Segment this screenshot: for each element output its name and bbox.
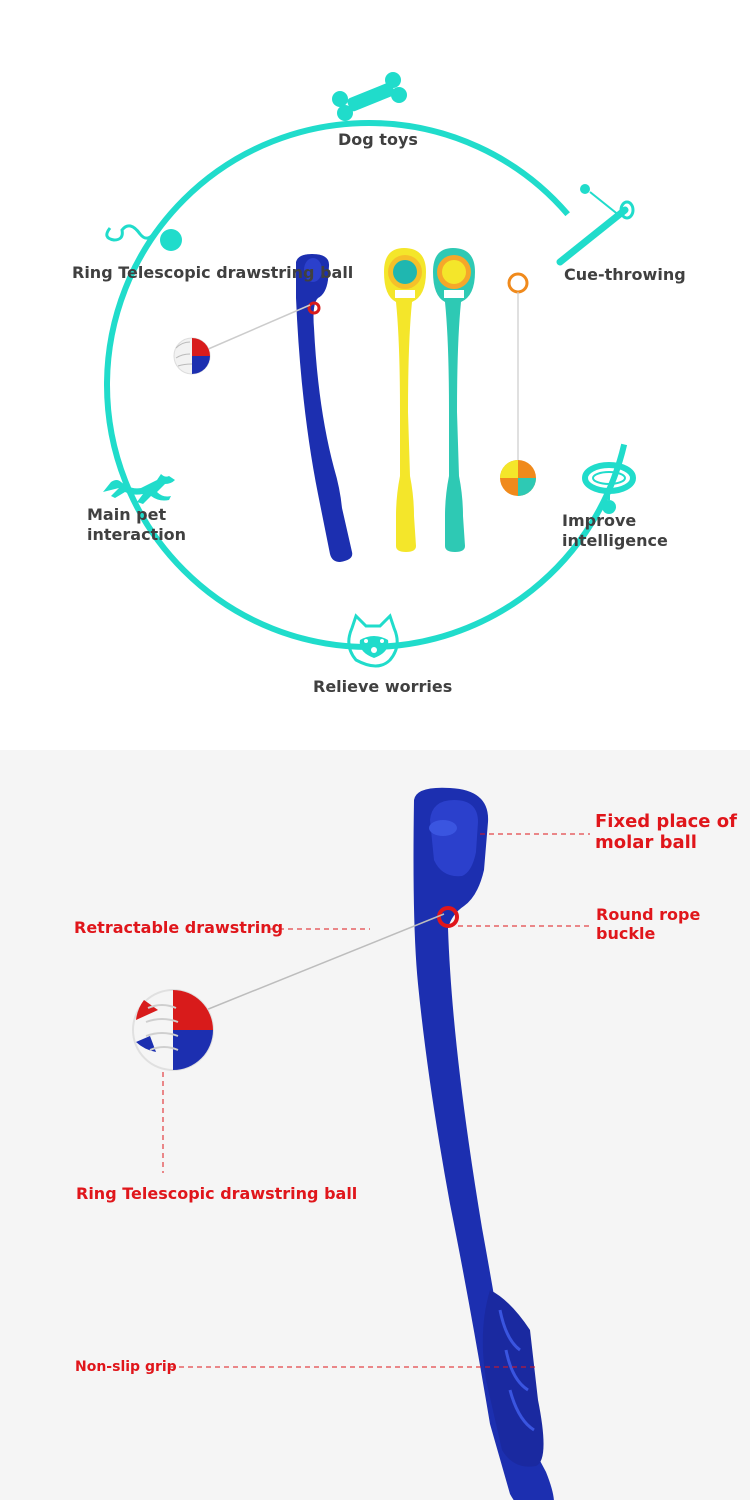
bone-icon: [332, 72, 407, 121]
annotation-fixed-place: Fixed place of molar ball: [595, 811, 737, 853]
string-ball-icon: [105, 224, 182, 251]
feature-ring: [104, 120, 634, 650]
teal-ball-launcher: [433, 248, 475, 552]
annotated-launcher-graphic: [132, 787, 590, 1500]
drawstring-line: [205, 913, 445, 1011]
feature-label-intelligence: Improve intelligence: [562, 511, 668, 550]
blue-launcher-large: [413, 787, 554, 1500]
running-dog-icon: [103, 474, 175, 504]
shiba-face-icon: [347, 613, 399, 668]
feature-label-cue-throwing: Cue-throwing: [564, 265, 686, 284]
blue-ball-launcher: [205, 254, 353, 562]
annotated-product-panel: Fixed place of molar ball Round rope buc…: [0, 750, 750, 1500]
features-ring-graphic: [103, 72, 636, 668]
feature-label-main-pet: Main pet interaction: [87, 505, 187, 544]
annotation-drawstring: Retractable drawstring: [74, 918, 284, 937]
annotation-grip: Non-slip grip: [75, 1359, 177, 1375]
feature-label-dog-toys: Dog toys: [338, 130, 418, 149]
small-molar-ball: [173, 337, 211, 375]
throwing-stick-icon: [556, 184, 635, 266]
annotation-rope-buckle: Round rope buckle: [596, 905, 701, 943]
yellow-ball-launcher: [384, 248, 426, 552]
dog-collar-icon: [582, 462, 636, 514]
annotation-ball: Ring Telescopic drawstring ball: [76, 1184, 358, 1203]
features-panel: Dog toys Ring Telescopic drawstring ball…: [72, 72, 686, 696]
annotation-leaders: [162, 833, 590, 1368]
feature-label-ring-ball: Ring Telescopic drawstring ball: [72, 263, 354, 282]
ring-string-ball: [500, 272, 536, 496]
feature-label-relieve: Relieve worries: [313, 677, 453, 696]
molar-ball-large: [132, 989, 214, 1071]
